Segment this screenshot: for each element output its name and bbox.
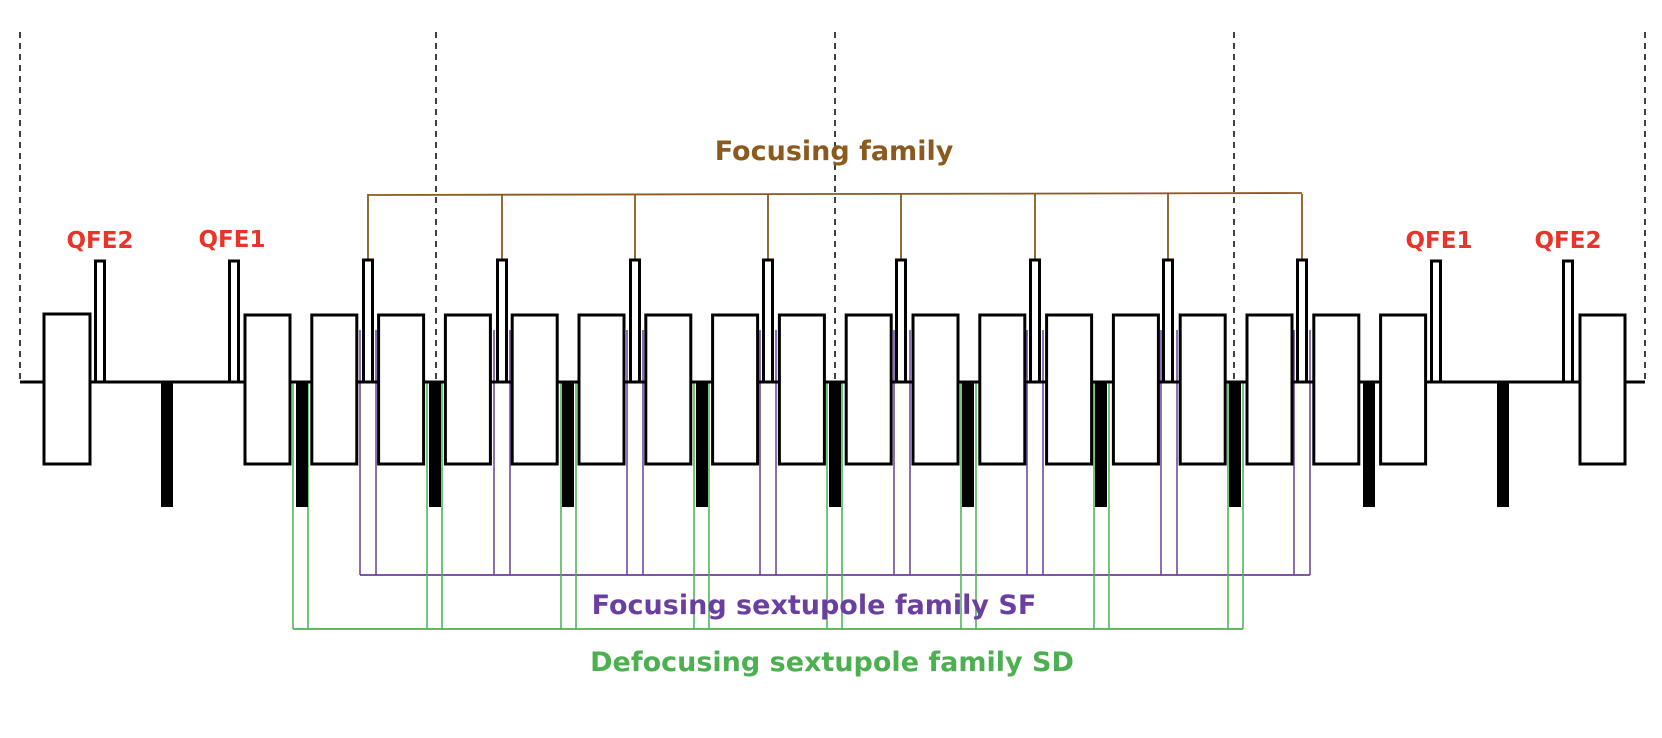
family-brackets <box>292 192 1311 630</box>
dipole-magnet <box>42 312 92 466</box>
defocusing-quadrupole <box>696 382 708 507</box>
defocusing-quadrupole <box>161 382 173 507</box>
dipole-magnet <box>644 313 693 466</box>
sf-family-label: Focusing sextupole family SF <box>592 590 1037 621</box>
qfe-quadrupole <box>228 259 240 384</box>
dipole-magnet <box>1178 313 1227 466</box>
qfe-quadrupole <box>1562 259 1574 384</box>
dipole-magnet <box>1245 313 1294 466</box>
focusing-quadrupole <box>762 258 774 384</box>
dipole-magnet <box>978 313 1027 466</box>
defocusing-quadrupole <box>429 382 441 507</box>
qfe1-left-label: QFE1 <box>199 227 266 253</box>
dipole-magnet <box>243 313 292 466</box>
dipole-magnet <box>711 313 760 466</box>
dipole-magnet <box>1379 313 1428 466</box>
cell-boundaries <box>19 32 1646 382</box>
dipole-magnet <box>577 313 626 466</box>
focusing-quadrupole <box>1296 258 1308 384</box>
dipole-magnet <box>510 313 559 466</box>
defocusing-quadrupole <box>1363 382 1375 507</box>
defocusing-quadrupole <box>1095 382 1107 507</box>
dipole-magnet <box>1045 313 1094 466</box>
focusing-quadrupole <box>362 258 374 384</box>
dipole-magnet <box>377 313 426 466</box>
defocusing-quadrupole <box>962 382 974 507</box>
dipole-magnet <box>1111 313 1160 466</box>
focusing-quadrupole <box>1029 258 1041 384</box>
dipole-magnet <box>1578 313 1627 466</box>
lattice-elements <box>20 258 1645 507</box>
qfe2-left-label: QFE2 <box>67 228 134 254</box>
dipole-magnet <box>844 313 893 466</box>
defocusing-quadrupole <box>1229 382 1241 507</box>
sd-family-label: Defocusing sextupole family SD <box>590 647 1074 678</box>
dipole-magnet <box>443 313 492 466</box>
dipole-magnet <box>310 313 359 466</box>
qfe-quadrupole <box>1430 259 1442 384</box>
defocusing-quadrupole <box>562 382 574 507</box>
focusing-family-label: Focusing family <box>715 136 954 167</box>
dipole-magnet <box>777 313 826 466</box>
dipole-magnet <box>1312 313 1361 466</box>
qfe1-right-label: QFE1 <box>1406 228 1473 254</box>
defocusing-quadrupole <box>829 382 841 507</box>
defocusing-quadrupole <box>1497 382 1509 507</box>
focusing-quadrupole <box>1162 258 1174 384</box>
qfe2-right-label: QFE2 <box>1535 228 1602 254</box>
qfe-quadrupole <box>94 259 106 384</box>
defocusing-quadrupole <box>296 382 308 507</box>
focusing-family-bracket <box>367 192 1303 196</box>
dipole-magnet <box>911 313 960 466</box>
focusing-quadrupole <box>629 258 641 384</box>
focusing-quadrupole <box>895 258 907 384</box>
focusing-quadrupole <box>496 258 508 384</box>
